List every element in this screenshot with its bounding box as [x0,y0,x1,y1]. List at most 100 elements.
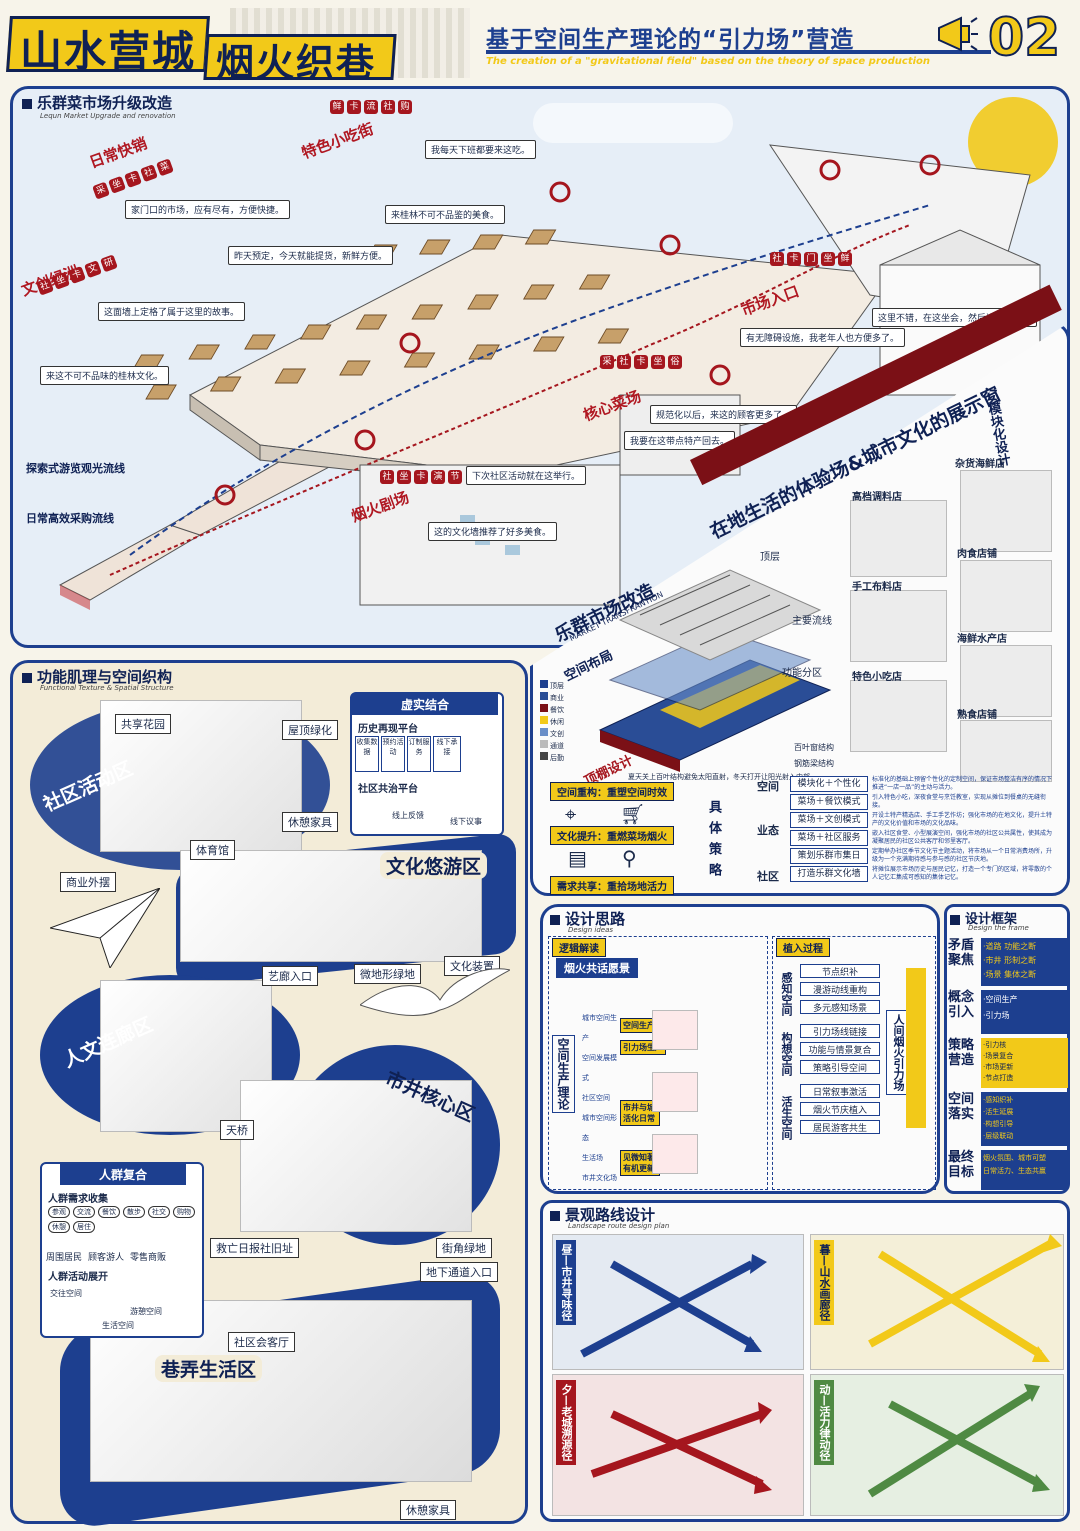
proc-group-3: 活生空间 [780,1096,793,1140]
frame-row-1-item-3: ·场景 集体之断 [983,970,1037,979]
bubble-3: 家门口的市场，应有尽有，方便快捷。 [125,200,291,219]
frame-row-1-item-1: ·道路 功能之断 [983,942,1037,951]
title-left-1: 山水营城 [20,27,197,76]
frame-row-4-item-3: ·构想引导 [983,1120,1014,1128]
district-culture: 文化悠游区 [380,852,488,879]
zone-snack-icons: 鲜卡流社购 [330,100,412,114]
bubble-12: 这的文化墙推荐了好多美食。 [428,522,558,541]
frame-row-2-item-1: ·空间生产 [983,995,1018,1004]
frame-row-4-item-2: ·活生延展 [983,1108,1014,1116]
shop-seafood-grocery-label: 杂货海鲜店 [955,459,1005,470]
space-recreation: 游憩空间 [130,1307,162,1316]
frame-row-3-item-1: ·引力核 [983,1041,1007,1049]
word-walk: 散步 [123,1206,145,1218]
frame-row-4-name: 空间落实 [948,1092,975,1122]
word-talk: 交流 [73,1206,95,1218]
word-social: 社交 [148,1206,170,1218]
proc-item-2: 漫游动线重构 [800,982,880,996]
word-rest: 休憩 [48,1221,70,1233]
legend-item-top: 顶层 [550,682,564,690]
process-title: 植入过程 [776,938,830,957]
proc-item-4: 引力场线链接 [800,1024,880,1038]
legend-explore-route: 探索式游览观光流线 [26,462,125,475]
legend-item-passage: 通道 [550,742,564,750]
word-dining: 餐饮 [98,1206,120,1218]
shop-snack [850,680,947,752]
frame-row-2-item-2: ·引力场 [983,1011,1010,1020]
bubble-11: 下次社区活动就在这举行。 [466,466,587,485]
frame-row-3-name: 策略营造 [948,1038,975,1068]
bubble-1: 我每天下班都要来这吃。 [425,140,537,159]
word-live: 居住 [73,1221,95,1233]
offline-discussion: 线下议事 [450,817,482,826]
space-living: 生活空间 [102,1321,134,1330]
roof-note: 夏天关上百叶结构避免太阳直射，冬天打开让阳光射入内部 [628,773,810,781]
title-left-2: 烟火织巷 [216,41,377,85]
crowd-activity: 人群活动展开 [48,1272,108,1283]
goal-1: 空间重构：重塑空间时效 [550,782,674,801]
zone-theatre-icons: 社坐卡演节 [380,470,462,484]
district-core-buildings [240,1080,472,1232]
frame-row-5-item-1: 烟火氛围、城市可塑 [983,1154,1046,1162]
process-box [772,936,936,1190]
strategy-5-desc: 定期举办社区季节文化节主题活动，将市场从一个日常消费场所，升级为一个充满期待感与… [872,848,1053,863]
legend-item-dining: 餐饮 [550,706,564,714]
strategy-6-name: 打造乐群文化墙 [790,866,868,882]
document-icon: ▤ [568,846,587,870]
proc-item-8: 烟火节庆植入 [800,1102,880,1116]
frame-row-1-name: 矛盾聚焦 [948,938,975,968]
left-items: 城市空间生产 空间发展模式 社区空间 城市空间形态 生活场 市井文化场 [582,1008,618,1188]
goal-2: 文化提升：重燃菜场烟火 [550,826,674,845]
frame-title: 设计框架 [950,908,1017,927]
shop-seasoning-label: 高档调料店 [852,492,902,503]
bubble-4: 昨天预定，今天就能提货，新鲜方便。 [228,246,394,265]
cart-icon: 🛒︎ [620,802,646,826]
field-yellow-strip [906,968,926,1128]
route-day-arrows [580,1254,767,1358]
label-corner-green: 街角绿地 [436,1238,492,1258]
paper-plane-icon [50,888,160,968]
route-evening: 夕—老城溯源径 [556,1380,576,1465]
label-rest-furniture-2: 休憩家具 [400,1500,456,1520]
title-main: 基于空间生产理论的“引力场”营造 [486,27,855,53]
step-book: 预约活动 [381,736,405,772]
frame-row-4-item-1: ·感知织补 [983,1096,1014,1104]
bubble-8: 有无障碍设施，我老年人也方便多了。 [740,328,906,347]
left-item-2: 空间发展模式 [582,1054,617,1082]
zone-core-icons: 采社卡坐俗 [600,355,682,369]
history-platform: 历史再现平台 [358,724,418,735]
label-gallery-entrance: 艺廊入口 [262,966,318,986]
label-commercial: 商业外摆 [60,872,116,892]
label-main-route: 主要流线 [792,616,832,627]
market-isometric-map [58,144,1041,610]
crowd-groups: 周围居民 顾客游人 零售商贩 [46,1250,166,1263]
crowd-box [40,1162,204,1338]
label-overpass: 天桥 [220,1120,254,1140]
purchase-icon-2: 采 [600,355,614,369]
strategy-4-name: 菜场＋社区服务 [790,830,868,846]
crowd-title: 人群复合 [60,1164,186,1185]
word-visit: 参观 [48,1206,70,1218]
frame-row-4-item-4: ·层级联动 [983,1132,1014,1140]
goal-3: 需求共享：重拾场地活力 [550,876,674,895]
step-custom: 订制服务 [407,736,431,772]
route-title: 景观路线设计 [550,1204,655,1225]
texture-title: 功能肌理与空间织构 [22,666,172,687]
checkin-icon-6: 卡 [414,470,428,484]
group-residents: 周围居民 [46,1253,83,1263]
taste-icon-2: 鲜 [838,252,852,266]
shop-cloth-label: 手工布料店 [852,582,902,593]
checkin-icon-4: 卡 [787,252,801,266]
design-subtitle: Design ideas [568,926,614,934]
frame-row-5-item-2: 日常活力、生态共赢 [983,1167,1046,1175]
social-icon-6: 社 [380,470,394,484]
step-offline: 线下承接 [433,736,461,772]
label-community-lounge: 社区会客厅 [228,1332,295,1352]
page-number: 02 [987,7,1061,69]
frame-row-2-name: 概念引入 [948,990,975,1020]
strategy-1-name: 模块化＋个性化 [790,776,868,792]
proc-item-7: 日常叙事激活 [800,1084,880,1098]
zone-entrance-icons: 社卡门坐鲜 [770,252,852,266]
route-active: 动—活力律动径 [814,1380,834,1465]
strategy-1-desc: 标准化的基础上预留个性化的定制空间，保证市场整洁有序的情况下推进“一店一品”的主… [872,776,1053,791]
